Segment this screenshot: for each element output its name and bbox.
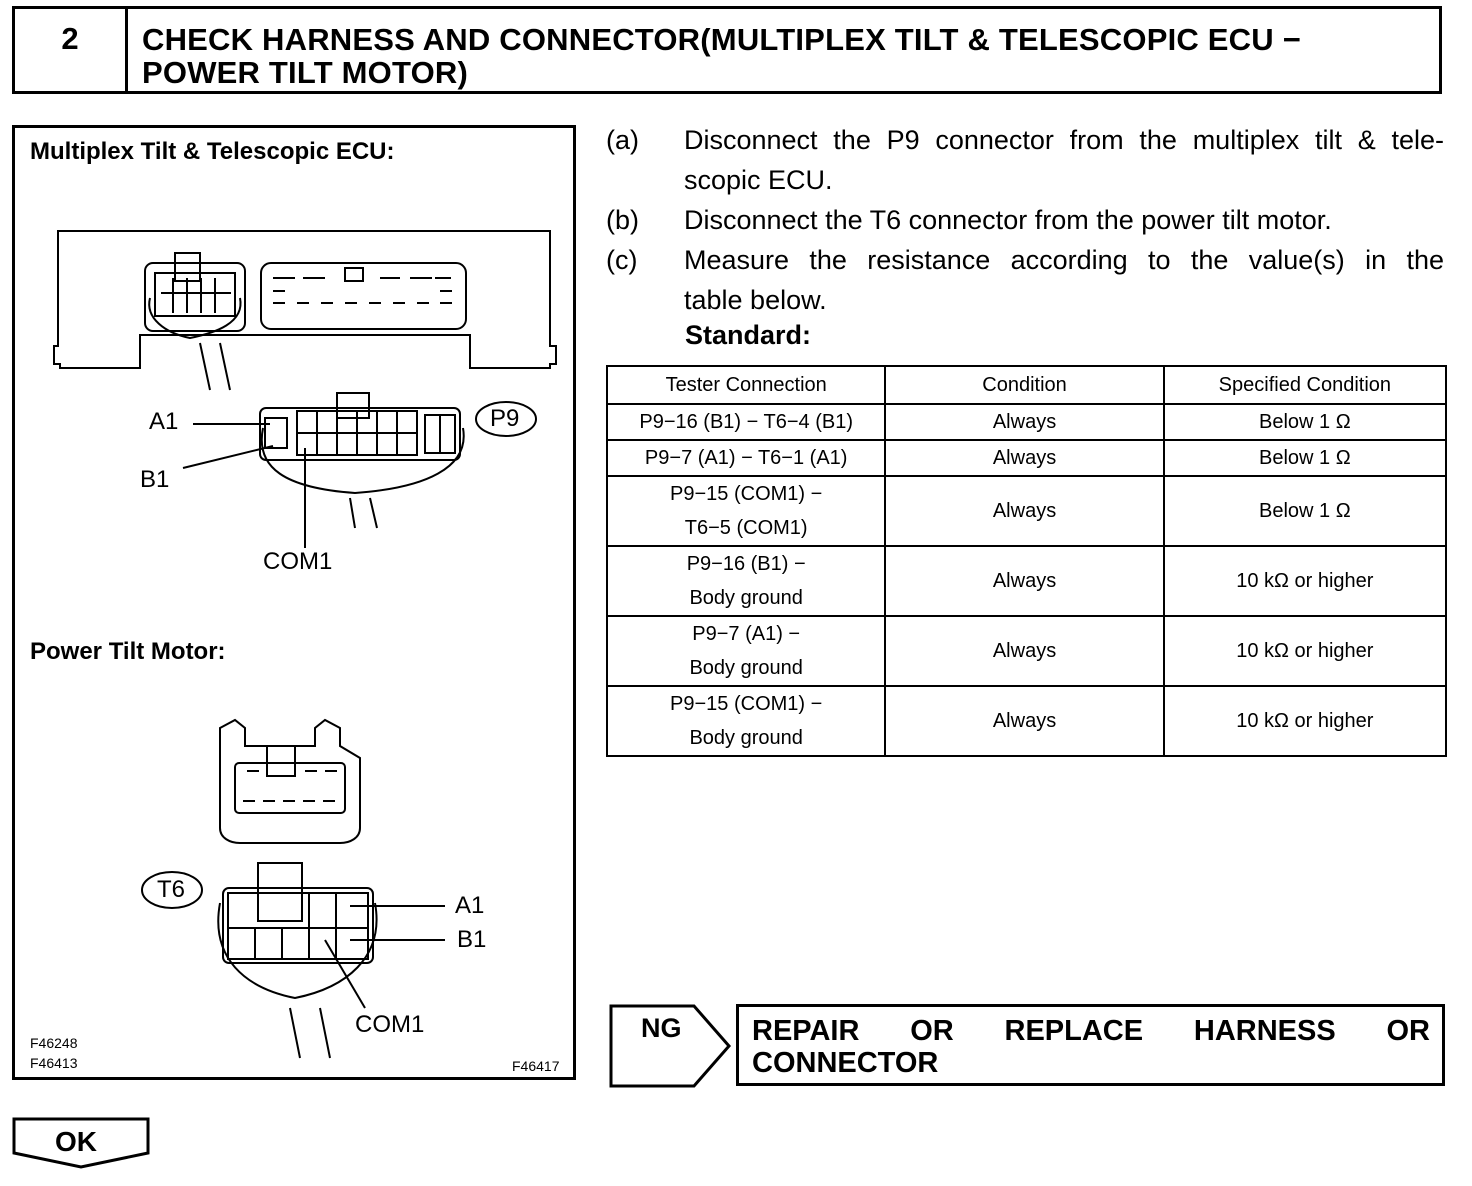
ng-action-line2: CONNECTOR: [752, 1047, 939, 1079]
ng-word: REPAIR: [752, 1015, 860, 1047]
p9-b1-label: B1: [140, 466, 170, 493]
step-title: CHECK HARNESS AND CONNECTOR(MULTIPLEX TI…: [128, 9, 1439, 91]
p9-com1-label: COM1: [263, 548, 333, 575]
ng-action-box: REPAIR OR REPLACE HARNESS OR CONNECTOR: [736, 1004, 1445, 1086]
ng-label: NG: [641, 1013, 682, 1043]
resistance-table: Tester Connection Condition Specified Co…: [605, 365, 1448, 757]
ng-word: REPLACE: [1004, 1015, 1144, 1047]
t6-connector-body: [222, 887, 374, 964]
cell-connection-line1: P9−15 (COM1) −: [670, 483, 823, 505]
ng-action-line1: REPAIR OR REPLACE HARNESS OR: [752, 1015, 1430, 1047]
cell-condition: Always: [884, 685, 1165, 757]
connector-illustration: Multiplex Tilt & Telescopic ECU:: [12, 125, 576, 1080]
t6-label-oval: [141, 871, 203, 909]
table-row: P9−15 (COM1) − Body ground Always 10 kΩ …: [605, 685, 1448, 757]
p9-connector-body: [259, 407, 461, 461]
cell-connection: P9−15 (COM1) − T6−5 (COM1): [605, 475, 887, 547]
ng-word: OR: [1386, 1015, 1431, 1047]
cell-condition: Always: [884, 545, 1165, 617]
motor-title: Power Tilt Motor:: [30, 638, 226, 665]
step-b-text: Disconnect the T6 connector from the pow…: [684, 205, 1332, 235]
step-a-mark: (a): [606, 125, 639, 155]
table-row: P9−16 (B1) − T6−4 (B1) Always Below 1 Ω: [605, 403, 1448, 441]
step-c: (c) Measure the resistance according to …: [606, 240, 1446, 320]
step-number: 2: [15, 9, 128, 91]
step-b-mark: (b): [606, 205, 639, 235]
standard-label: Standard:: [685, 320, 812, 350]
connector-drawing: [53, 230, 557, 1059]
table-row: P9−7 (A1) − Body ground Always 10 kΩ or …: [605, 615, 1448, 687]
ok-arrow-icon: [12, 1117, 150, 1169]
motor-connector-housing: [219, 718, 361, 844]
cell-connection-line1: P9−7 (A1) −: [692, 623, 801, 645]
cell-spec: Below 1 Ω: [1162, 403, 1448, 441]
step-title-line1: CHECK HARNESS AND CONNECTOR(MULTIPLEX TI…: [142, 22, 1301, 57]
cell-connection: P9−16 (B1) − T6−4 (B1): [605, 403, 887, 441]
table-row: P9−16 (B1) − Body ground Always 10 kΩ or…: [605, 545, 1448, 617]
step-a-text: Disconnect the P9 connector from the mul…: [684, 125, 1444, 155]
ok-label: OK: [55, 1126, 97, 1157]
table-header-row: Tester Connection Condition Specified Co…: [605, 365, 1448, 405]
cell-connection-line2: Body ground: [689, 587, 803, 609]
step-header: 2 CHECK HARNESS AND CONNECTOR(MULTIPLEX …: [12, 6, 1442, 94]
step-a-text-cont: scopic ECU.: [684, 165, 833, 195]
ng-arrow-icon: [609, 1004, 731, 1088]
cell-condition: Always: [884, 403, 1165, 441]
figure-code-3: F46417: [512, 1058, 560, 1074]
cell-connection-line2: Body ground: [689, 727, 803, 749]
cell-condition: Always: [884, 475, 1165, 547]
t6-com1-label: COM1: [355, 1011, 425, 1038]
t6-a1-label: A1: [455, 892, 485, 919]
table-row: P9−7 (A1) − T6−1 (A1) Always Below 1 Ω: [605, 439, 1448, 477]
cell-spec: Below 1 Ω: [1162, 475, 1448, 547]
col-specified-condition: Specified Condition: [1162, 365, 1448, 405]
step-title-line2: POWER TILT MOTOR): [142, 55, 468, 90]
figure-code-1: F46248: [30, 1035, 78, 1051]
cell-connection: P9−16 (B1) − Body ground: [605, 545, 887, 617]
p9-b1-leader: [182, 445, 274, 469]
step-c-text: Measure the resistance according to the …: [684, 245, 1444, 275]
cell-connection-line2: T6−5 (COM1): [684, 517, 808, 539]
p9-connector-label: P9: [490, 405, 520, 432]
table-row: P9−15 (COM1) − T6−5 (COM1) Always Below …: [605, 475, 1448, 547]
p9-a1-label: A1: [149, 408, 179, 435]
t6-connector-label: T6: [157, 876, 186, 903]
cell-spec: 10 kΩ or higher: [1162, 685, 1448, 757]
cell-spec: 10 kΩ or higher: [1162, 615, 1448, 687]
cell-connection-line2: Body ground: [689, 657, 803, 679]
ng-word: OR: [910, 1015, 954, 1047]
cell-connection: P9−7 (A1) − T6−1 (A1): [605, 439, 887, 477]
figure-code-2: F46413: [30, 1055, 78, 1071]
ng-word: HARNESS: [1193, 1015, 1336, 1047]
cell-connection: P9−15 (COM1) − Body ground: [605, 685, 887, 757]
step-b: (b) Disconnect the T6 connector from the…: [606, 200, 1446, 240]
cell-condition: Always: [884, 439, 1165, 477]
ecu-housing: [53, 230, 557, 369]
col-tester-connection: Tester Connection: [605, 365, 887, 405]
ecu-title: Multiplex Tilt & Telescopic ECU:: [30, 138, 395, 165]
cell-spec: 10 kΩ or higher: [1162, 545, 1448, 617]
cell-connection-line1: P9−15 (COM1) −: [670, 693, 823, 715]
step-a: (a) Disconnect the P9 connector from the…: [606, 120, 1446, 200]
cell-spec: Below 1 Ω: [1162, 439, 1448, 477]
col-condition: Condition: [884, 365, 1165, 405]
t6-b1-label: B1: [457, 926, 487, 953]
cell-condition: Always: [884, 615, 1165, 687]
p9-label-oval: [475, 401, 537, 437]
t6-com1-leader: [324, 939, 366, 1009]
step-c-mark: (c): [606, 245, 638, 275]
cell-connection-line1: P9−16 (B1) −: [686, 553, 806, 575]
cell-connection: P9−7 (A1) − Body ground: [605, 615, 887, 687]
step-c-text-cont: table below.: [684, 285, 827, 315]
